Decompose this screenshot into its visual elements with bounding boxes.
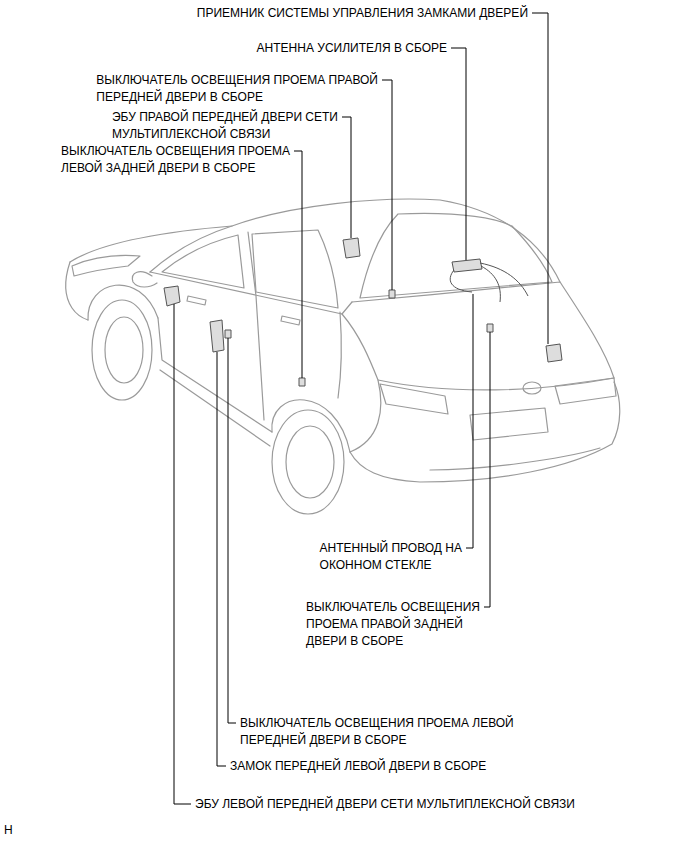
- part-label: ЭБУ ПРАВОЙ ПЕРЕДНЕЙ ДВЕРИ СЕТИ МУЛЬТИПЛЕ…: [112, 109, 397, 143]
- part-label: ПРИЕМНИК СИСТЕМЫ УПРАВЛЕНИЯ ЗАМКАМИ ДВЕР…: [197, 5, 528, 22]
- courtesy-switch: [389, 290, 395, 298]
- part-label: АНТЕННА УСИЛИТЕЛЯ В СБОРЕ: [257, 40, 447, 57]
- front-wheel: [92, 300, 152, 400]
- car-body: [342, 314, 381, 452]
- door-handle: [187, 296, 206, 305]
- car-body: [160, 370, 270, 446]
- door-line: [248, 232, 264, 420]
- emblem: [523, 382, 541, 394]
- figure-code: H: [4, 822, 13, 839]
- car-body: [378, 378, 614, 390]
- courtesy-switch: [225, 330, 231, 338]
- leader-line: [217, 352, 226, 766]
- door-handle: [281, 316, 300, 325]
- leader-line: [451, 48, 466, 260]
- antenna-wire: [480, 263, 528, 296]
- rear-wheel: [272, 410, 344, 514]
- car-body: [350, 382, 620, 482]
- roof: [150, 199, 560, 282]
- leader-line: [382, 80, 392, 290]
- door-lock: [210, 320, 224, 352]
- car-body: [66, 262, 88, 320]
- part-label: ЗАМОК ПЕРЕДНЕЙ ЛЕВОЙ ДВЕРИ В СБОРЕ: [230, 758, 486, 775]
- part-label: ВЫКЛЮЧАТЕЛЬ ОСВЕЩЕНИЯ ПРОЕМА ЛЕВОЙ ПЕРЕД…: [240, 715, 540, 749]
- car-body: [158, 318, 272, 432]
- headlight: [72, 255, 140, 276]
- leader-line: [532, 13, 548, 344]
- front-wheel-rim: [105, 317, 143, 383]
- tail-light: [380, 384, 448, 414]
- leader-line: [466, 294, 473, 548]
- part-label: ВЫКЛЮЧАТЕЛЬ ОСВЕЩЕНИЯ ПРОЕМА ЛЕВОЙ ЗАДНЕ…: [61, 143, 309, 177]
- amplifier-antenna: [452, 259, 482, 272]
- part-label: ВЫКЛЮЧАТЕЛЬ ОСВЕЩЕНИЯ ПРОЕМА ПРАВОЙ ПЕРЕ…: [96, 72, 408, 106]
- trunk-lid: [352, 282, 614, 378]
- courtesy-switch: [487, 324, 493, 332]
- door-ecu: [343, 238, 360, 258]
- rear-window: [360, 214, 552, 299]
- side-mirror: [132, 272, 157, 287]
- antenna-wire: [450, 270, 472, 292]
- wheel-arch: [88, 285, 158, 320]
- leader-line: [342, 117, 351, 238]
- side-window: [162, 235, 244, 288]
- leader-line: [174, 304, 191, 804]
- leader-line: [294, 151, 302, 378]
- leader-line: [484, 332, 490, 607]
- car-body: [70, 226, 232, 262]
- part-label: АНТЕННЫЙ ПРОВОД НА ОКОННОМ СТЕКЛЕ: [320, 540, 490, 574]
- door-line: [338, 312, 341, 398]
- door-ecu: [164, 286, 180, 306]
- courtesy-switch: [299, 378, 305, 386]
- antenna-wire: [481, 266, 500, 302]
- car-body: [150, 272, 352, 314]
- side-window: [252, 230, 338, 308]
- part-label: ЭБУ ЛЕВОЙ ПЕРЕДНЕЙ ДВЕРИ СЕТИ МУЛЬТИПЛЕК…: [195, 796, 575, 813]
- leader-line: [228, 338, 236, 723]
- tail-light: [555, 378, 616, 404]
- rear-wheel-rim: [286, 426, 334, 498]
- license-plate: [470, 408, 548, 440]
- car-body: [430, 448, 600, 470]
- door-lock-receiver: [546, 344, 562, 362]
- part-label: ВЫКЛЮЧАТЕЛЬ ОСВЕЩЕНИЯ ПРОЕМА ПРАВОЙ ЗАДН…: [306, 599, 491, 650]
